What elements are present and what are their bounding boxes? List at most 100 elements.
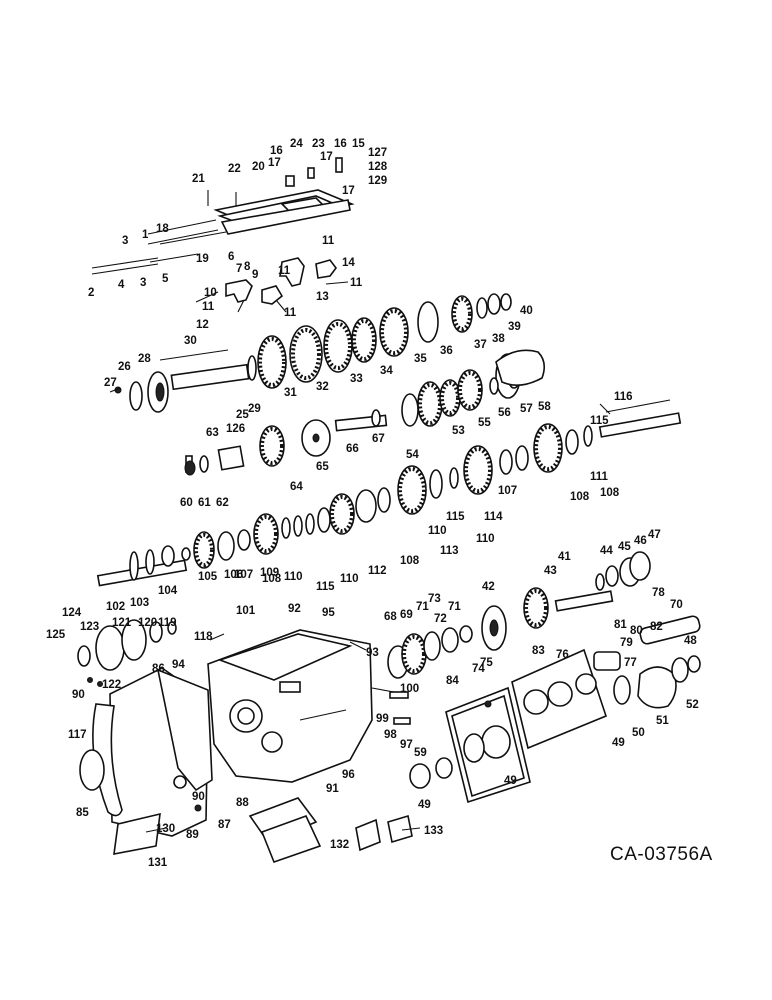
callout-label: 115: [316, 581, 335, 593]
callout-label: 71: [448, 601, 461, 613]
callout-label: 56: [498, 407, 511, 419]
callout-label: 52: [686, 699, 699, 711]
callout-label: 128: [368, 161, 388, 173]
callout-label: 22: [228, 163, 241, 175]
callout-label: 129: [368, 175, 387, 187]
callout-label: 76: [556, 649, 569, 661]
callout-label: 113: [440, 545, 459, 557]
callout-label: 126: [226, 423, 245, 435]
callout-label: 12: [196, 319, 209, 331]
callout-label: 50: [632, 727, 645, 739]
callout-label: 103: [130, 597, 149, 609]
callout-label: 115: [446, 511, 465, 523]
callout-label: 31: [284, 387, 297, 399]
callout-label: 51: [656, 715, 669, 727]
callout-label: 89: [186, 829, 199, 841]
callout-label: 66: [346, 443, 359, 455]
callout-label: 108: [262, 573, 282, 585]
callout-label: 5: [162, 273, 169, 285]
callout-label: 55: [478, 417, 491, 429]
callout-label: 91: [326, 783, 339, 795]
leader-lines: [145, 281, 611, 833]
callout-label: 23: [312, 138, 325, 150]
callout-label: 39: [508, 321, 521, 333]
callout-label: 85: [76, 807, 89, 819]
callout-label: 127: [368, 147, 387, 159]
callout-label: 38: [492, 333, 505, 345]
callout-label: 95: [322, 607, 335, 619]
callout-label: 17: [268, 157, 281, 169]
callout-label: 86: [152, 663, 165, 675]
callout-label: 20: [252, 161, 265, 173]
callout-label: 64: [290, 481, 303, 493]
callout-label: 61: [198, 497, 211, 509]
callout-label: 104: [158, 585, 178, 597]
callout-label: 43: [544, 565, 557, 577]
callout-label: 87: [218, 819, 231, 831]
callout-label: 2: [88, 287, 94, 299]
callout-label: 49: [612, 737, 625, 749]
callout-label: 105: [198, 571, 218, 583]
callout-label: 16: [270, 145, 283, 157]
callout-label: 107: [234, 569, 253, 581]
callout-label: 110: [476, 533, 495, 545]
callout-label: 112: [368, 565, 387, 577]
callout-label: 73: [428, 593, 441, 605]
callout-label: 108: [400, 555, 420, 567]
callout-label: 17: [342, 185, 355, 197]
callout-label: 108: [600, 487, 620, 499]
callout-label: 63: [206, 427, 219, 439]
callout-label: 44: [600, 545, 613, 557]
callout-label: 100: [400, 683, 419, 695]
callout-label: 115: [590, 415, 609, 427]
callout-label: 123: [80, 621, 99, 633]
callout-label: 69: [400, 609, 413, 621]
shift-forks: [225, 257, 337, 313]
callout-label: 130: [156, 823, 175, 835]
callout-label: 88: [236, 797, 249, 809]
callout-label: 65: [316, 461, 329, 473]
callout-label: 41: [558, 551, 571, 563]
callout-label: 58: [538, 401, 551, 413]
callout-label: 16: [334, 138, 347, 150]
callout-label: 7: [236, 263, 242, 275]
rear-cover-plate: [409, 648, 607, 804]
callout-label: 79: [620, 637, 633, 649]
mainshaft-assembly: [109, 293, 512, 413]
callout-label: 8: [244, 261, 251, 273]
callout-label: 37: [474, 339, 487, 351]
callout-label: 96: [342, 769, 355, 781]
callout-label: 78: [652, 587, 665, 599]
callout-label: 57: [520, 403, 533, 415]
callout-label: 59: [414, 747, 427, 759]
callout-label: 77: [624, 657, 637, 669]
callout-label: 49: [418, 799, 431, 811]
callout-label: 90: [72, 689, 85, 701]
callout-label: 110: [428, 525, 447, 537]
callout-label: 11: [278, 265, 291, 277]
callout-label: 68: [384, 611, 397, 623]
callout-label: 11: [350, 277, 363, 289]
callout-labels: 1 2 3 3 4 5 6 7 8 9 10 11 11 11 11 11 12…: [46, 138, 699, 869]
callout-label: 131: [148, 857, 168, 869]
callout-label: 125: [46, 629, 66, 641]
bottom-covers: [248, 797, 413, 864]
callout-label: 27: [104, 377, 117, 389]
callout-label: 48: [684, 635, 697, 647]
callout-label: 11: [202, 301, 215, 313]
callout-label: 47: [648, 529, 661, 541]
callout-label: 114: [484, 511, 503, 523]
callout-label: 84: [446, 675, 459, 687]
countershaft-assembly: [184, 349, 546, 476]
callout-label: 49: [504, 775, 517, 787]
callout-label: 118: [194, 631, 213, 643]
callout-label: 67: [372, 433, 385, 445]
callout-label: 110: [340, 573, 359, 585]
callout-label: 93: [366, 647, 379, 659]
callout-label: 24: [290, 138, 303, 150]
callout-label: 94: [172, 659, 185, 671]
callout-label: 111: [590, 471, 609, 483]
callout-label: 107: [498, 485, 517, 497]
callout-label: 11: [284, 307, 297, 319]
